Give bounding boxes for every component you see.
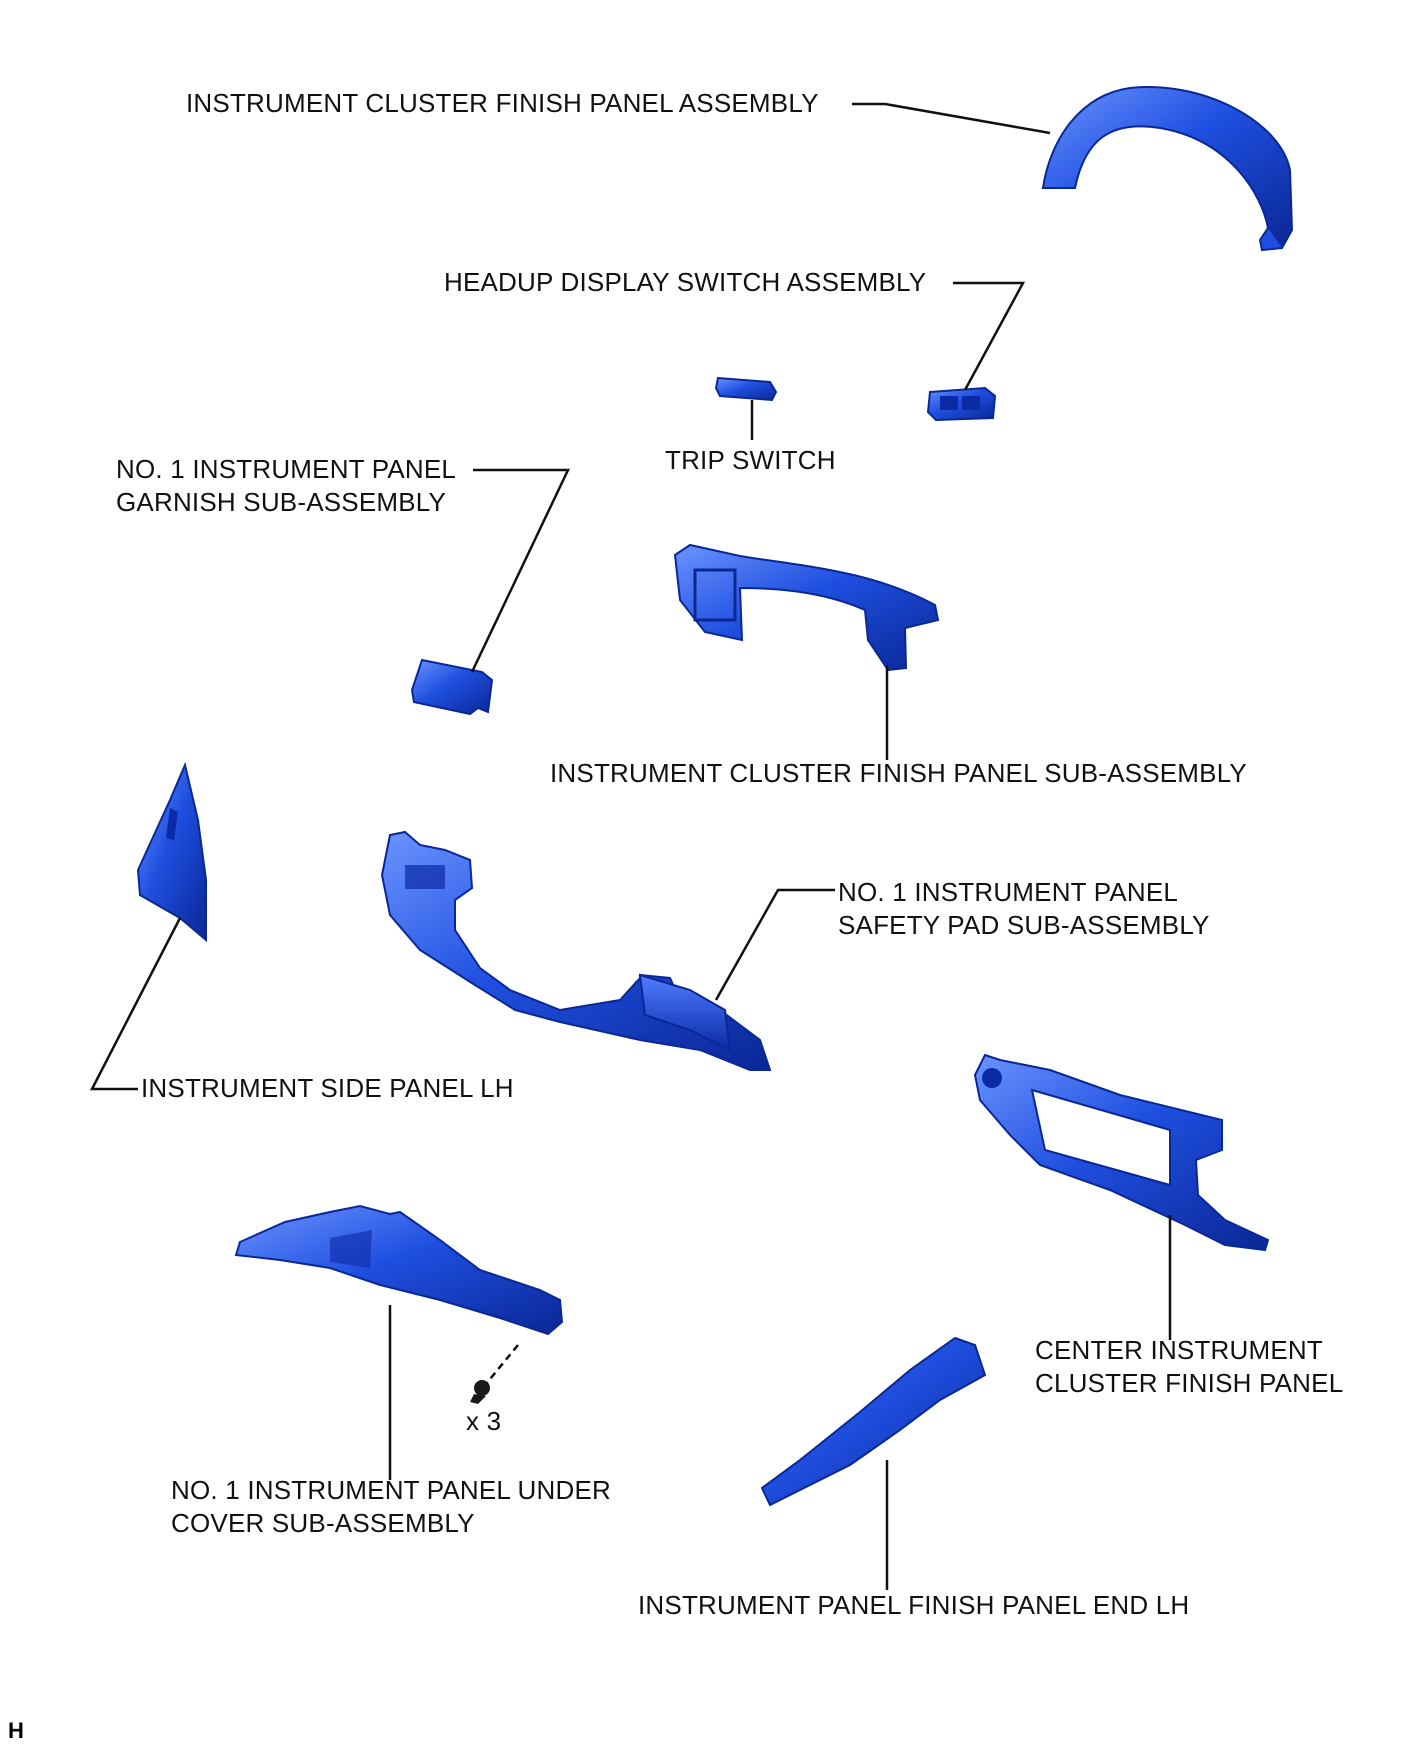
label-garnish-line2: GARNISH SUB-ASSEMBLY xyxy=(116,487,447,517)
label-trip-switch: TRIP SWITCH xyxy=(665,445,836,475)
center-cluster-finish-panel-part xyxy=(973,1053,1270,1252)
label-side-panel-lh: INSTRUMENT SIDE PANEL LH xyxy=(141,1073,514,1103)
label-finish-panel-end: INSTRUMENT PANEL FINISH PANEL END LH xyxy=(638,1590,1190,1620)
label-under-cover-line2: COVER SUB-ASSEMBLY xyxy=(171,1508,475,1538)
label-cluster-finish-panel-assembly: INSTRUMENT CLUSTER FINISH PANEL ASSEMBLY xyxy=(186,88,819,118)
garnish-part xyxy=(410,658,494,716)
label-safety-pad-line2: SAFETY PAD SUB-ASSEMBLY xyxy=(838,910,1210,940)
corner-mark: H xyxy=(8,1718,24,1743)
trip-switch-part xyxy=(714,376,778,402)
headup-display-switch-part xyxy=(926,386,997,422)
label-center-cluster-line2: CLUSTER FINISH PANEL xyxy=(1035,1368,1344,1398)
label-screw-quantity: x 3 xyxy=(466,1406,502,1436)
under-cover-part xyxy=(234,1204,564,1336)
safety-pad-part xyxy=(380,830,772,1071)
cluster-finish-panel-assembly-part xyxy=(1041,86,1294,252)
side-panel-lh-part xyxy=(136,761,207,943)
label-cluster-finish-panel-sub: INSTRUMENT CLUSTER FINISH PANEL SUB-ASSE… xyxy=(550,758,1247,788)
label-center-cluster-line1: CENTER INSTRUMENT xyxy=(1035,1335,1323,1365)
finish-panel-end-part xyxy=(760,1336,987,1507)
label-safety-pad-line1: NO. 1 INSTRUMENT PANEL xyxy=(838,877,1179,907)
label-garnish-line1: NO. 1 INSTRUMENT PANEL xyxy=(116,454,457,484)
cluster-finish-panel-sub-part xyxy=(673,543,940,672)
label-under-cover-line1: NO. 1 INSTRUMENT PANEL UNDER xyxy=(171,1475,611,1505)
leader-lines xyxy=(89,102,1172,1590)
label-headup-display-switch: HEADUP DISPLAY SWITCH ASSEMBLY xyxy=(444,267,927,297)
